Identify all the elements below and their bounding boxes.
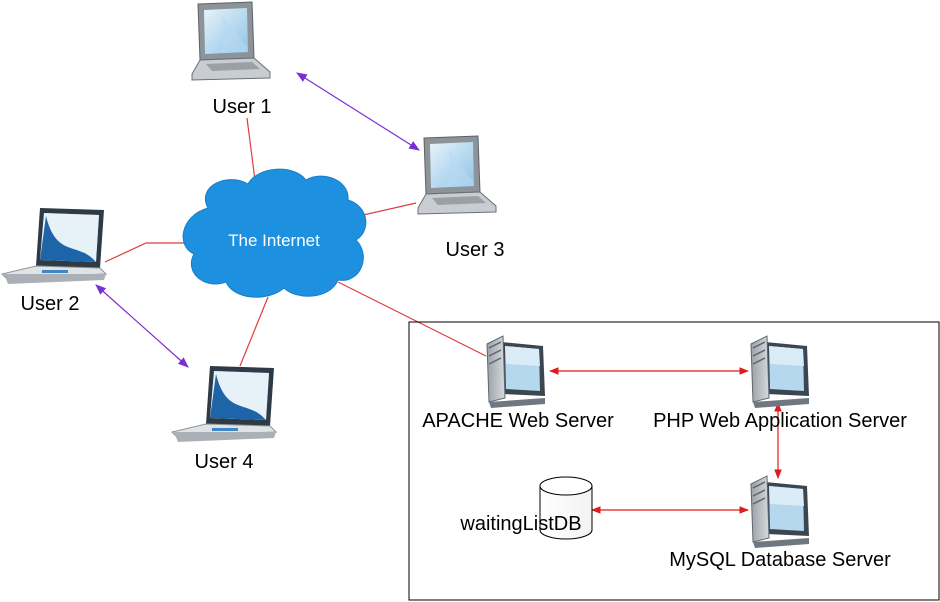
user3-label: User 3 bbox=[446, 239, 505, 261]
user2-node: User 2 bbox=[1, 207, 107, 315]
php-server-node: PHP Web Application Server bbox=[653, 335, 907, 432]
link-internet-apache bbox=[337, 281, 487, 357]
server-group-box bbox=[408, 321, 940, 601]
peer-arrow-user1-user3 bbox=[296, 72, 420, 151]
php-label: PHP Web Application Server bbox=[653, 410, 907, 432]
apache-label: APACHE Web Server bbox=[422, 410, 614, 432]
laptop-icon bbox=[417, 135, 497, 215]
server-tower-icon bbox=[750, 335, 810, 409]
internet-label: The Internet bbox=[228, 231, 320, 250]
peer-arrow-user2-user4 bbox=[95, 284, 189, 368]
database-label: waitingListDB bbox=[459, 513, 581, 535]
link-user2-internet bbox=[104, 242, 190, 263]
mysql-server-node: MySQL Database Server bbox=[669, 475, 891, 571]
user4-node: User 4 bbox=[171, 365, 277, 473]
user1-node: User 1 bbox=[191, 1, 272, 118]
laptop-icon bbox=[171, 365, 277, 443]
apache-server-node: APACHE Web Server bbox=[422, 335, 614, 432]
user4-label: User 4 bbox=[195, 451, 254, 473]
user2-label: User 2 bbox=[21, 293, 80, 315]
waitinglist-db-node: waitingListDB bbox=[459, 476, 593, 540]
user1-label: User 1 bbox=[213, 96, 272, 118]
cloud-shape bbox=[182, 168, 367, 298]
server-tower-icon bbox=[750, 475, 810, 549]
laptop-icon bbox=[191, 1, 271, 81]
laptop-icon bbox=[1, 207, 107, 285]
user3-node: User 3 bbox=[417, 135, 505, 261]
internet-cloud: The Internet bbox=[182, 168, 367, 298]
link-user4-internet bbox=[239, 296, 269, 367]
mysql-label: MySQL Database Server bbox=[669, 549, 891, 571]
server-tower-icon bbox=[486, 335, 546, 409]
